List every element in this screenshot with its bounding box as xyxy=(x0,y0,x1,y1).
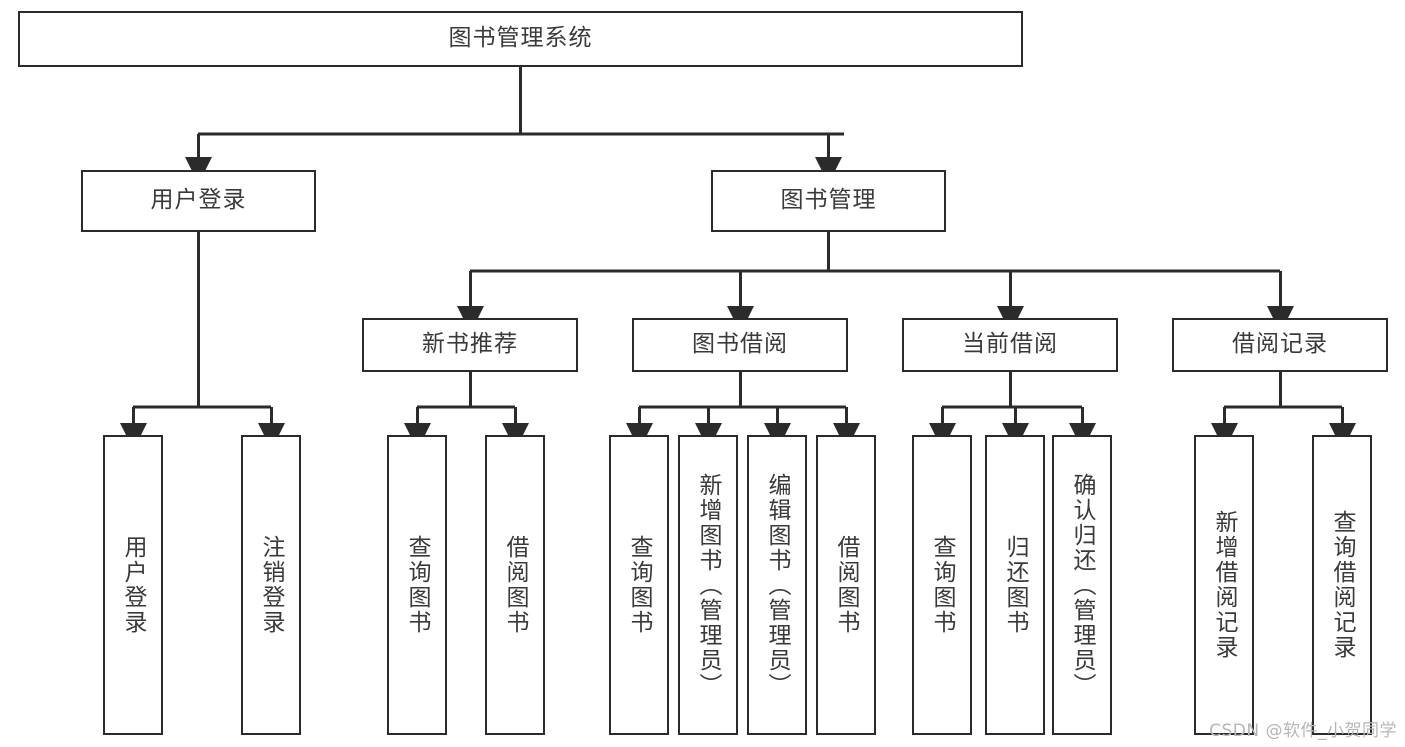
node-leaf-edit-book-label: 编辑图书（管理员） xyxy=(764,472,791,698)
node-book-borrow-label: 图书借阅 xyxy=(692,331,788,358)
node-leaf-borrow-book-rec-label: 借阅图书 xyxy=(502,535,529,635)
node-leaf-user-login-label: 用户登录 xyxy=(120,535,147,635)
node-leaf-query-book-rec-label: 查询图书 xyxy=(404,535,431,635)
node-leaf-confirm-return-label: 确认归还（管理员） xyxy=(1069,472,1096,698)
node-current-borrow[interactable]: 当前借阅 xyxy=(902,318,1118,372)
node-leaf-borrow-book-rec[interactable]: 借阅图书 xyxy=(485,435,545,735)
node-new-book-recommend-label: 新书推荐 xyxy=(422,331,518,358)
node-borrow-record-label: 借阅记录 xyxy=(1232,331,1328,358)
node-book-borrow[interactable]: 图书借阅 xyxy=(632,318,848,372)
node-current-borrow-label: 当前借阅 xyxy=(962,331,1058,358)
node-book-manage[interactable]: 图书管理 xyxy=(711,170,946,232)
node-user-login[interactable]: 用户登录 xyxy=(81,170,316,232)
csdn-watermark: CSDN @软件_小贺同学 xyxy=(1209,721,1397,741)
node-leaf-borrow-book[interactable]: 借阅图书 xyxy=(816,435,876,735)
node-new-book-recommend[interactable]: 新书推荐 xyxy=(362,318,578,372)
node-leaf-query-book-borrow-label: 查询图书 xyxy=(626,535,653,635)
node-leaf-return-book-label: 归还图书 xyxy=(1002,535,1029,635)
node-root[interactable]: 图书管理系统 xyxy=(18,11,1023,67)
node-leaf-user-login[interactable]: 用户登录 xyxy=(103,435,163,735)
node-user-login-label: 用户登录 xyxy=(150,187,247,214)
node-leaf-borrow-book-label: 借阅图书 xyxy=(833,535,860,635)
node-leaf-add-book-label: 新增图书（管理员） xyxy=(695,472,722,698)
node-leaf-add-book[interactable]: 新增图书（管理员） xyxy=(678,435,738,735)
node-leaf-user-logout-label: 注销登录 xyxy=(258,535,285,635)
node-leaf-edit-book[interactable]: 编辑图书（管理员） xyxy=(747,435,807,735)
node-book-manage-label: 图书管理 xyxy=(780,187,877,214)
node-leaf-query-book-cur-label: 查询图书 xyxy=(929,535,956,635)
node-leaf-query-book-rec[interactable]: 查询图书 xyxy=(387,435,447,735)
node-leaf-query-book-borrow[interactable]: 查询图书 xyxy=(609,435,669,735)
node-borrow-record[interactable]: 借阅记录 xyxy=(1172,318,1388,372)
node-leaf-query-record[interactable]: 查询借阅记录 xyxy=(1312,435,1372,735)
node-leaf-add-record[interactable]: 新增借阅记录 xyxy=(1194,435,1254,735)
node-leaf-user-logout[interactable]: 注销登录 xyxy=(241,435,301,735)
node-leaf-confirm-return[interactable]: 确认归还（管理员） xyxy=(1052,435,1112,735)
node-leaf-query-book-cur[interactable]: 查询图书 xyxy=(912,435,972,735)
node-root-label: 图书管理系统 xyxy=(448,25,593,52)
node-leaf-query-record-label: 查询借阅记录 xyxy=(1329,510,1356,660)
node-leaf-return-book[interactable]: 归还图书 xyxy=(985,435,1045,735)
node-leaf-add-record-label: 新增借阅记录 xyxy=(1211,510,1238,660)
